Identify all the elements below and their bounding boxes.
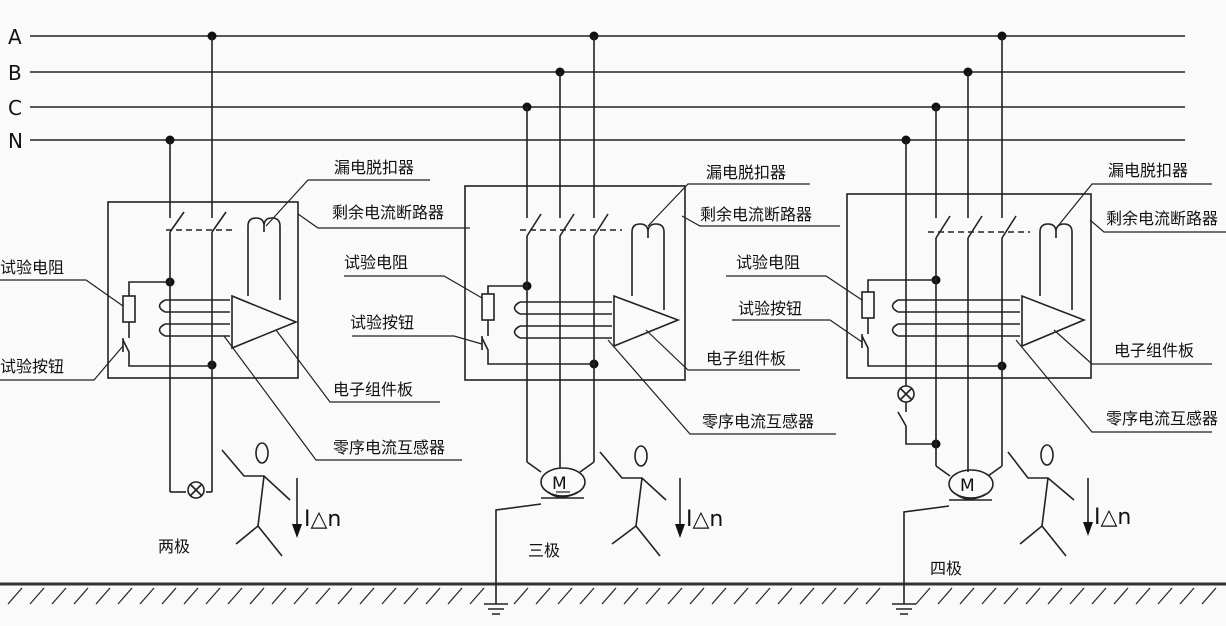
earth-lead <box>903 505 950 604</box>
earth-icon <box>892 603 916 615</box>
label-test-button: 试验按钮 <box>350 313 414 332</box>
bus-label-n: N <box>8 129 23 153</box>
label-leakage-release: 漏电脱扣器 <box>706 163 786 182</box>
electronic-board <box>1021 294 1087 348</box>
label-electronic-board: 电子组件板 <box>706 349 786 368</box>
label-rcd-breaker: 剩余电流断路器 <box>332 203 444 222</box>
current-label: I△n <box>304 507 341 532</box>
trip-coil <box>631 223 665 310</box>
person-icon <box>1007 444 1093 557</box>
label-test-button: 试验按钮 <box>0 357 64 376</box>
bus-label-c: C <box>8 96 22 120</box>
earth-icon <box>484 603 508 615</box>
callout-leakage <box>265 179 430 227</box>
bus-label-b: B <box>8 61 22 85</box>
label-test-resistor: 试验电阻 <box>0 258 64 277</box>
rcd-enclosure <box>846 193 1092 379</box>
breaker-contacts <box>166 211 236 254</box>
label-zero-sequence-ct: 零序电流互感器 <box>702 412 814 431</box>
motor-label: M <box>960 476 975 496</box>
test-resistor <box>122 295 136 323</box>
ground-line <box>0 582 1226 605</box>
circuit-four-pole: M I△n 四极 漏电脱扣器 剩余电流断路器 试验电阻 试验按钮 电子组件板 零… <box>726 31 1226 615</box>
bus-lines: A B C N <box>8 25 1185 153</box>
circuit-caption: 四极 <box>930 559 962 578</box>
label-leakage-release: 漏电脱扣器 <box>1108 161 1188 180</box>
current-label: I△n <box>686 507 723 532</box>
label-electronic-board: 电子组件板 <box>1114 341 1194 360</box>
test-resistor <box>861 291 875 319</box>
rcd-enclosure <box>464 185 686 381</box>
zero-sequence-ct <box>158 299 230 337</box>
label-test-resistor: 试验电阻 <box>736 253 800 272</box>
circuit-two-pole: I△n 两极 漏电脱扣器 剩余电流断路器 试验电阻 试验按钮 电子组件板 零序电… <box>0 31 470 557</box>
motor-label: M <box>552 474 567 494</box>
electronic-board <box>231 294 299 350</box>
earth-lead <box>495 503 542 604</box>
label-test-button: 试验按钮 <box>738 299 802 318</box>
circuit-three-pole: M I△n 三极 漏电脱扣器 剩余电流断路器 试验电阻 试验按钮 电子组件板 零… <box>344 31 840 615</box>
breaker-contacts <box>928 215 1030 239</box>
trip-coil <box>247 217 281 300</box>
label-leakage-release: 漏电脱扣器 <box>334 158 414 177</box>
person-icon <box>221 442 302 557</box>
circuit-caption: 两极 <box>158 537 190 556</box>
test-switch <box>897 402 907 427</box>
trip-coil <box>1039 223 1073 310</box>
circuit-caption: 三极 <box>528 541 560 560</box>
bus-label-a: A <box>8 25 22 49</box>
person-icon <box>599 445 685 557</box>
motor-icon <box>540 467 586 497</box>
zero-sequence-ct <box>891 299 1020 337</box>
label-rcd-breaker: 剩余电流断路器 <box>700 205 812 224</box>
test-resistor <box>481 293 495 321</box>
breaker-contacts <box>520 213 622 237</box>
current-label: I△n <box>1094 505 1131 530</box>
lamp-icon <box>187 481 205 499</box>
label-test-resistor: 试验电阻 <box>344 253 408 272</box>
rcd-enclosure <box>107 201 299 379</box>
electronic-board <box>613 294 681 348</box>
label-rcd-breaker: 剩余电流断路器 <box>1106 209 1218 228</box>
label-zero-sequence-ct: 零序电流互感器 <box>1106 409 1218 428</box>
zero-sequence-ct <box>513 301 612 339</box>
label-electronic-board: 电子组件板 <box>333 380 413 399</box>
motor-icon <box>948 469 994 499</box>
label-zero-sequence-ct: 零序电流互感器 <box>333 438 445 457</box>
